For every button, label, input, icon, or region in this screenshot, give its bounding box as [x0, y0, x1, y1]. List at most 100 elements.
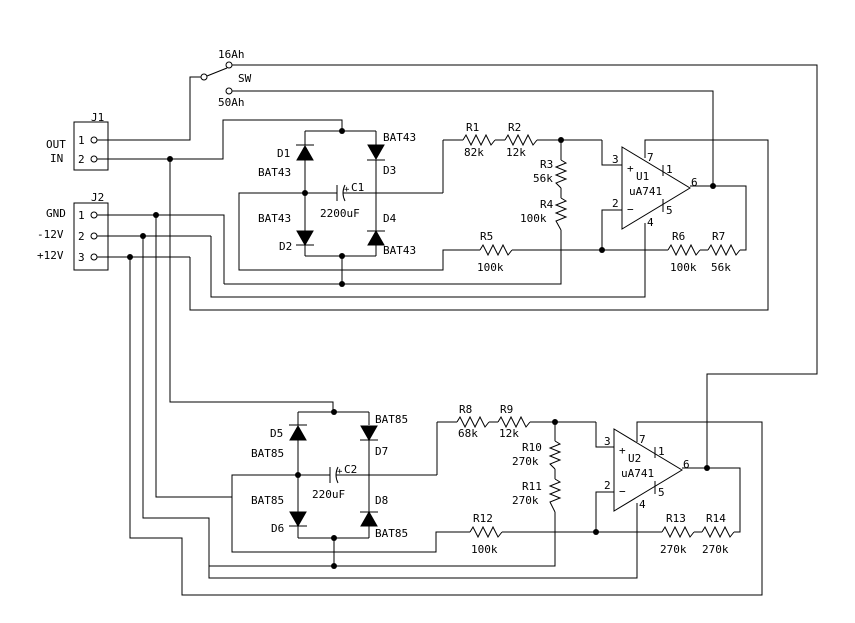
u2-pin2: 2 [604, 479, 611, 492]
resistor-r2 [504, 133, 538, 147]
r11-ref: R11 [522, 480, 542, 493]
resistor-r12 [469, 525, 503, 539]
u2-part: uA741 [621, 467, 654, 480]
resistor-r13 [661, 525, 695, 539]
diode-d1 [296, 144, 314, 161]
j1-label-out: OUT [46, 138, 66, 151]
diode-d4 [367, 229, 385, 246]
u2-ref: U2 [628, 452, 641, 465]
r4-value: 100k [520, 212, 547, 225]
u1-minus: − [627, 203, 634, 216]
d3-ref: D3 [383, 164, 396, 177]
r5-ref: R5 [480, 230, 493, 243]
d5-part: BAT85 [251, 447, 284, 460]
u1-pin4: 4 [647, 216, 654, 229]
switch-pos-bottom: 50Ah [218, 96, 245, 109]
r10-ref: R10 [522, 441, 542, 454]
r10-value: 270k [512, 455, 539, 468]
r9-ref: R9 [500, 403, 513, 416]
d1-ref: D1 [277, 147, 290, 160]
u1-pin2: 2 [612, 197, 619, 210]
c2-ref: C2 [344, 463, 357, 476]
d2-ref: D2 [279, 240, 292, 253]
junction-dots [127, 128, 716, 569]
top-wiring [97, 64, 818, 596]
r2-ref: R2 [508, 121, 521, 134]
u1-plus: + [627, 162, 634, 175]
r14-value: 270k [702, 543, 729, 556]
resistor-r4 [554, 197, 568, 231]
r1-ref: R1 [466, 121, 479, 134]
resistor-r7 [707, 243, 741, 257]
d5-ref: D5 [270, 427, 283, 440]
range-switch [200, 61, 233, 95]
r5-value: 100k [477, 261, 504, 274]
resistor-r5 [479, 243, 513, 257]
d8-ref: D8 [375, 494, 388, 507]
r13-ref: R13 [666, 512, 686, 525]
u1-part: uA741 [629, 185, 662, 198]
d1-part: BAT43 [258, 166, 291, 179]
r3-value: 56k [533, 172, 553, 185]
diode-d6 [289, 511, 307, 528]
d4-part: BAT43 [383, 244, 416, 257]
d2-part: BAT43 [258, 212, 291, 225]
capacitor-c2 [329, 466, 339, 484]
resistor-r11 [548, 478, 562, 513]
j1-ref: J1 [91, 111, 104, 124]
r1-value: 82k [464, 146, 484, 159]
j2-label-pos: +12V [37, 249, 64, 262]
u2-pin3: 3 [604, 435, 611, 448]
resistor-r1 [462, 133, 496, 147]
u1-ref: U1 [636, 170, 649, 183]
switch-pos-top: 16Ah [218, 48, 245, 61]
j2-pin1: 1 [78, 209, 85, 222]
d3-part: BAT43 [383, 131, 416, 144]
u2-pin1: 1 [658, 445, 665, 458]
diode-d2 [296, 230, 314, 247]
resistor-r8 [456, 415, 490, 429]
r9-value: 12k [499, 427, 519, 440]
r12-ref: R12 [473, 512, 493, 525]
r3-ref: R3 [540, 158, 553, 171]
u2-pin7: 7 [639, 433, 646, 446]
r12-value: 100k [471, 543, 498, 556]
connector-j1 [73, 121, 109, 171]
diode-d5 [289, 424, 307, 441]
switch-label: SW [238, 72, 252, 85]
d6-ref: D6 [271, 522, 284, 535]
j1-pin2: 2 [78, 153, 85, 166]
resistor-r10 [548, 440, 562, 470]
bottom-wiring [209, 411, 741, 567]
opamp-u1 [621, 146, 691, 230]
c1-plus: + [344, 185, 350, 195]
d7-ref: D7 [375, 445, 388, 458]
j2-label-neg: -12V [37, 228, 64, 241]
j1-pin1: 1 [78, 134, 85, 147]
opamp-u2 [613, 428, 683, 512]
r7-ref: R7 [712, 230, 725, 243]
d7-part: BAT85 [375, 413, 408, 426]
r6-value: 100k [670, 261, 697, 274]
u2-pin5: 5 [658, 486, 665, 499]
d4-ref: D4 [383, 212, 397, 225]
r4-ref: R4 [540, 198, 554, 211]
u1-pin6: 6 [691, 176, 698, 189]
resistor-r9 [497, 415, 531, 429]
u2-pin4: 4 [639, 498, 646, 511]
resistor-r14 [701, 525, 735, 539]
r8-value: 68k [458, 427, 478, 440]
u2-pin6: 6 [683, 458, 690, 471]
d8-part: BAT85 [375, 527, 408, 540]
c2-plus: + [337, 467, 343, 477]
c2-value: 220uF [312, 488, 345, 501]
diode-d8 [360, 510, 378, 527]
u1-pin5: 5 [666, 204, 673, 217]
j2-pin3: 3 [78, 251, 85, 264]
r14-ref: R14 [706, 512, 726, 525]
r7-value: 56k [711, 261, 731, 274]
diode-d7 [360, 425, 378, 442]
j2-pin2: 2 [78, 230, 85, 243]
j2-label-gnd: GND [46, 207, 66, 220]
d6-part: BAT85 [251, 494, 284, 507]
